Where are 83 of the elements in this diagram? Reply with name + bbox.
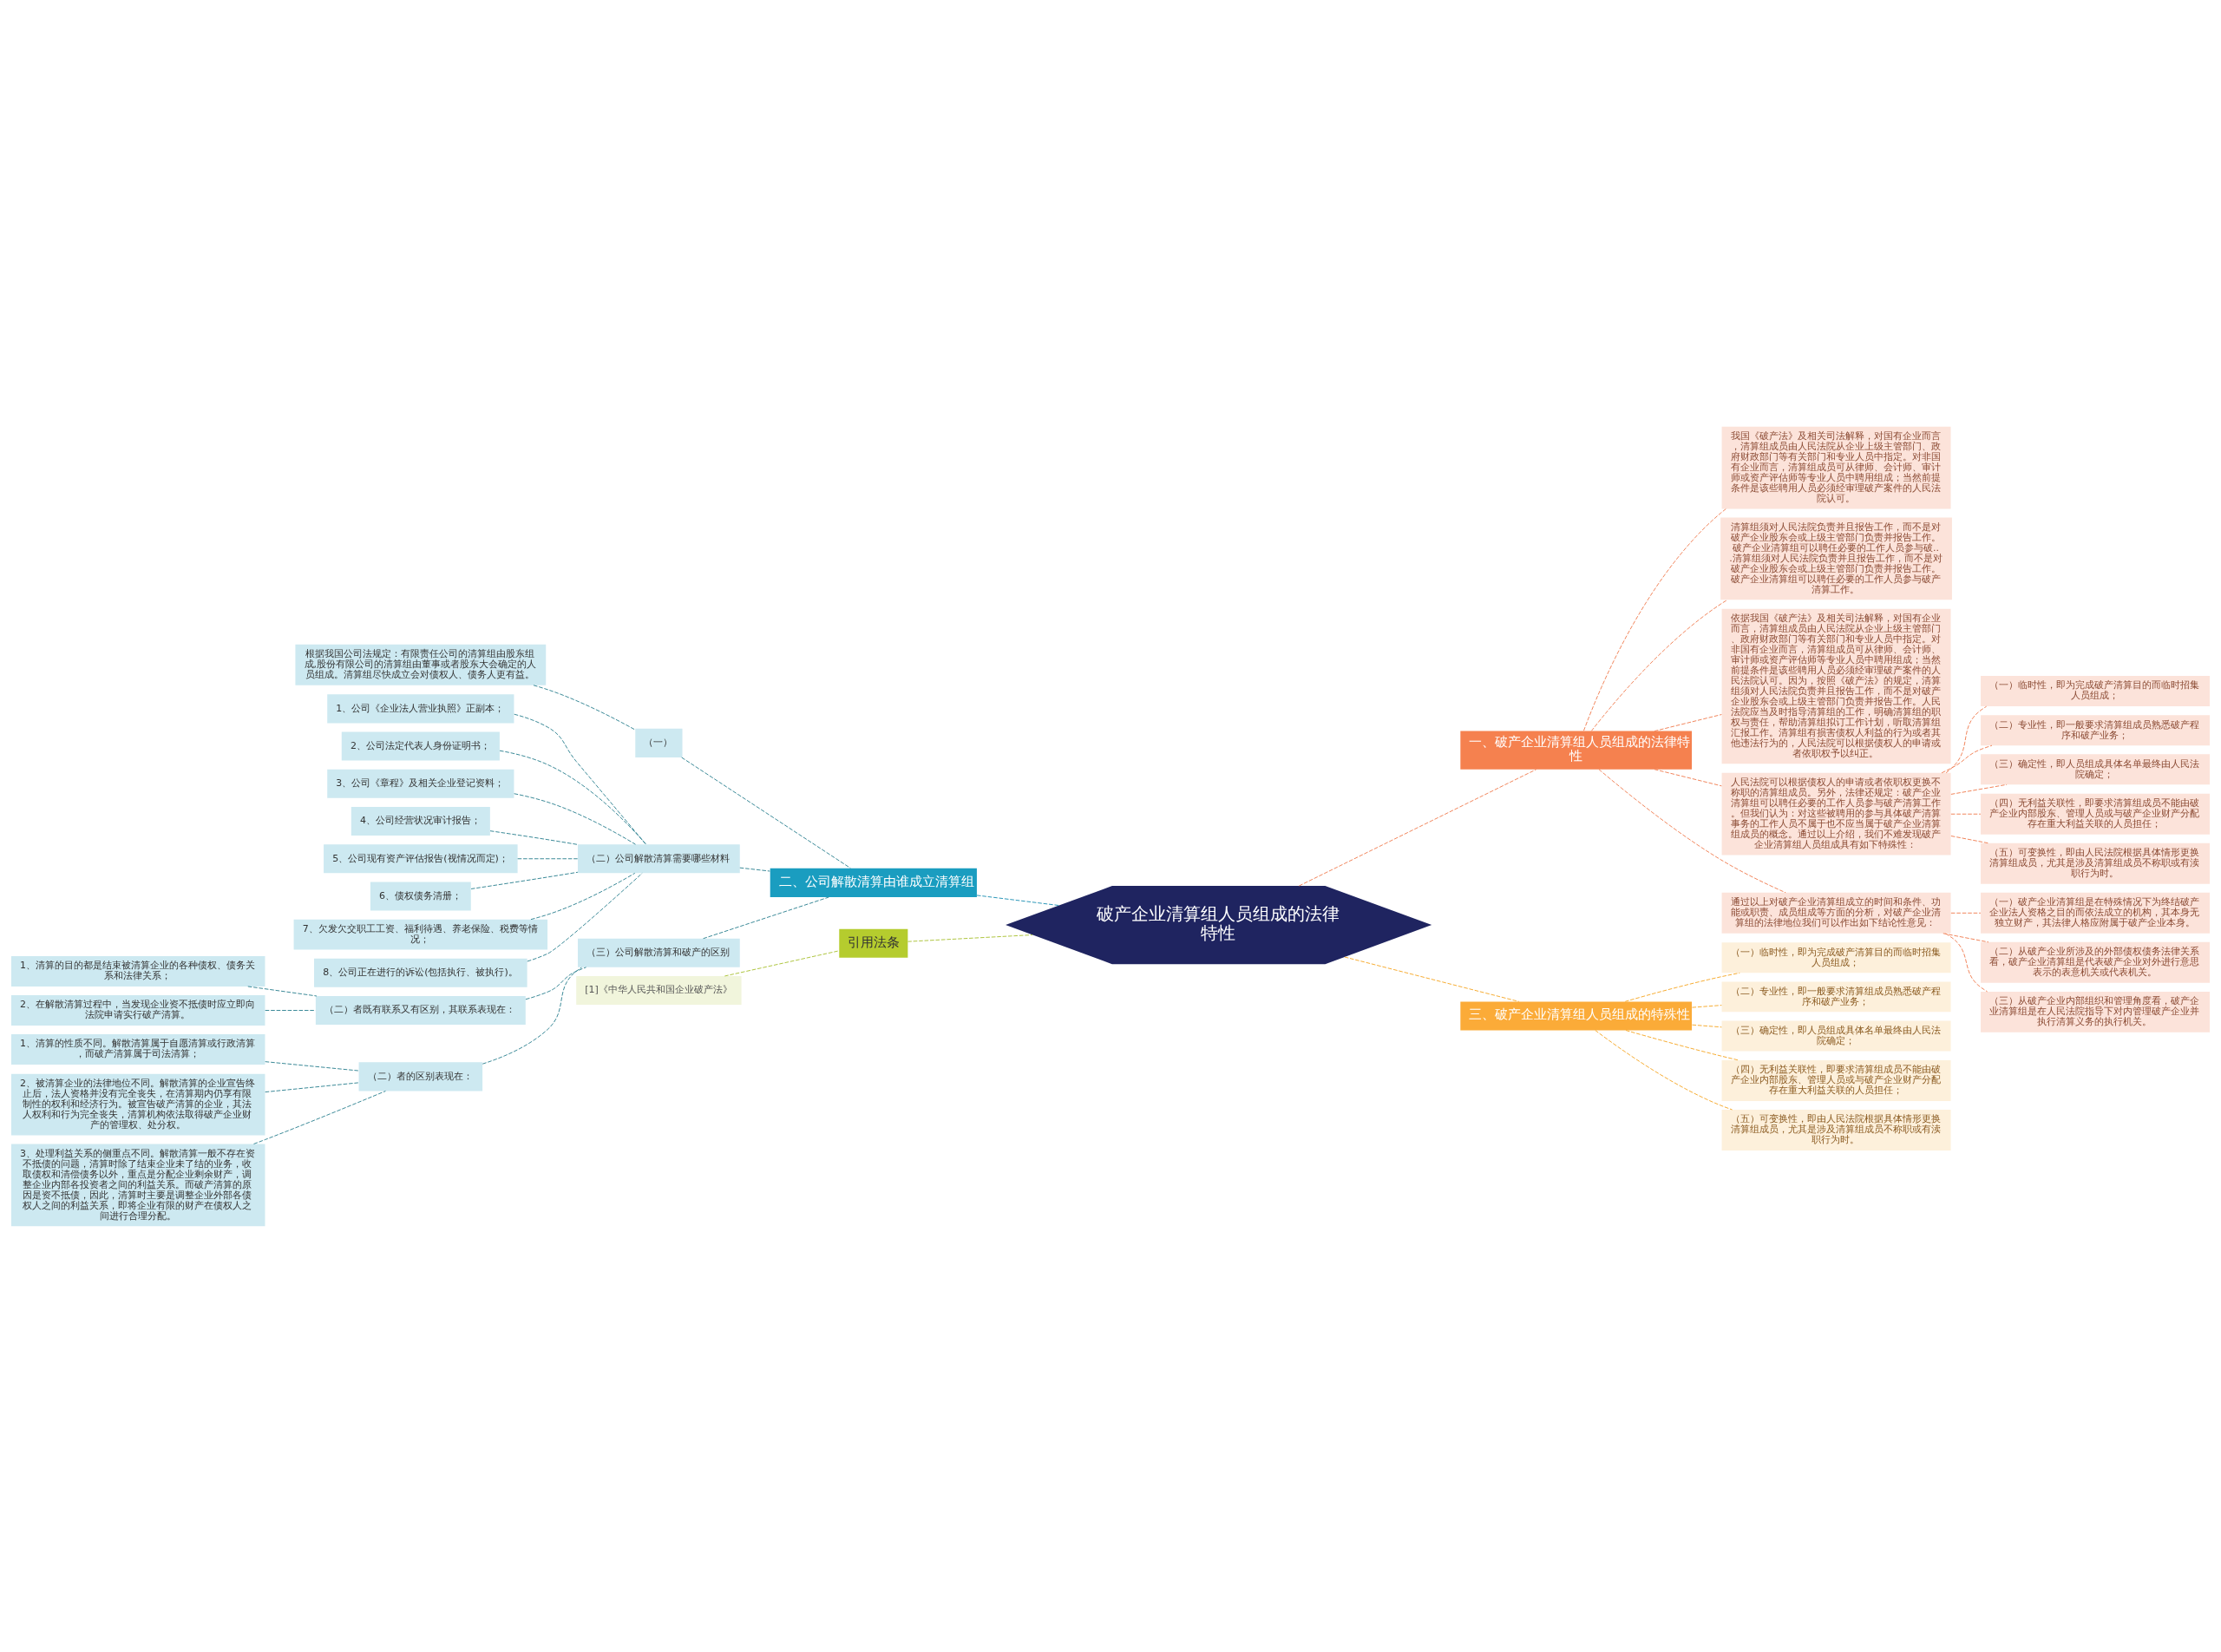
node-box: 2、被清算企业的法律地位不同。解散清算的企业宣告终止后，法人资格并没有完全丧失，在清算期内仍享有限制性的权利和经济行为。被宣告破产清算的企业，其法人权利和行为完全丧失，清算机构依法取得破产企业财产的管理权、处分权。 — [11, 1073, 265, 1135]
connector — [1598, 768, 1786, 893]
node-box: 3、处理利益关系的侧重点不同。解散清算一般不存在资不抵债的问题，清算时除了结束企业未了结的业务，收取债权和清偿债务以外，重点是分配企业剩余财产，调整企业内部各投资者之间的利益关系。而破产清算的原因是资不抵债，因此，清算时主要是调整企业外部各债权人之间的利益关系，即将企业有限的财产在债权人之间进行合理分配。 — [11, 1144, 265, 1226]
connector — [265, 1060, 359, 1071]
node-box: （三）确定性，即人员组成具体名单最终由人民法院确定； — [1981, 753, 2210, 784]
connector — [1692, 1024, 1722, 1027]
node-box: 2、在解散清算过程中，当发现企业资不抵债时应立即向法院申请实行破产清算。 — [11, 994, 265, 1026]
connector — [976, 894, 1059, 906]
connector — [1950, 783, 2008, 795]
node-box: 我国《破产法》及相关司法解释，对国有企业而言，清算组成员由人民法院从企业上级主管部门、政府财政部门等有关部门和专业人员中指定。对非国有企业而言，清算组成员可从律师、会计师、审计师或资产评估师等专业人员中聘用组成；当然前提条件是该些聘用人员必须经审理破产案件的人民法院认可。 — [1721, 426, 1951, 508]
connector — [265, 1009, 317, 1011]
node-box: 根据我国公司法规定：有限责任公司的清算组由股东组成,股份有限公司的清算组由董事或者股东大会确定的人员组成。清算组尽快成立会对债权人、债务人更有益。 — [295, 644, 547, 685]
connector — [1595, 1029, 1733, 1110]
connector — [514, 792, 636, 845]
connector — [1624, 972, 1740, 1002]
connector — [530, 872, 636, 920]
connector — [1950, 835, 1989, 843]
node-box: （三）从破产企业内部组织和管理角度看，破产企业清算组是在人民法院指导下对内管理破产企业并执行清算义务的执行机关。 — [1981, 991, 2210, 1032]
connector — [517, 857, 579, 859]
connector — [247, 985, 318, 996]
node-box: （二）者既有联系又有区别，其联系表现在： — [315, 995, 526, 1025]
node-box: 5、公司现有资产评估报告(视情况而定)； — [324, 843, 518, 873]
connector — [1941, 744, 1993, 773]
node-box: （二）从破产企业所涉及的外部债权债务法律关系看，破产企业清算组是代表破产企业对外进行意思表示的表意机关或代表机关。 — [1981, 941, 2210, 983]
node-box: 一、破产企业清算组人员组成的法律特性 — [1460, 731, 1693, 770]
node-box: 2、公司法定代表人身份证明书； — [341, 731, 500, 761]
node-box: （四）无利益关联性，即要求清算组成员不能由破产企业内部股东、管理人员或与破产企业财产分配存在重大利益关联的人员担任； — [1981, 793, 2210, 835]
connector — [1692, 1004, 1722, 1008]
node-box: 1、清算的目的都是结束被清算企业的各种债权、债务关系和法律关系； — [11, 955, 265, 987]
connector — [499, 750, 646, 844]
node-box: 清算组须对人民法院负责并且报告工作，而不是对破产企业股东会或上级主管部门负责并报告工作。破产企业清算组可以聘任必要的工作人员参与破...清算组须对人民法院负责并且报告工作，而不是对破产企业股东会或上级主管部门负责并报告工作。破产企业清算组可以聘任必要的工作人员参与破产清算工作。 — [1720, 517, 1952, 600]
connector — [1590, 599, 1728, 731]
connector — [482, 967, 582, 1065]
connector — [681, 757, 851, 869]
node-box: 依据我国《破产法》及相关司法解释，对国有企业而言，清算组成员由人民法院从企业上级主管部门、政府财政部门等有关部门和专业人员中指定。对非国有企业而言，清算组成员可从律师、会计师、审计师或资产评估师等专业人员中聘用组成；当然前提条件是该些聘用人员必须经审理破产案件的人民法院认可。因为，按照《破产法》的规定，清算组须对人民法院负责并且报告工作，而不是对破产企业股东会或上级主管部门负责并报告工作。人民法院应当及时指导清算组的工作，明确清算组的职权与责任，帮助清算组拟订工作计划，听取清算组汇报工作。清算组有损害债权人利益的行为或者其他违法行为的，人民法院可以根据债权人的申请或者依职权予以纠正。 — [1721, 608, 1951, 764]
node-box: （五）可变换性，即由人民法院根据具体情形更换清算组成员，尤其是涉及清算组成员不称职或有渎职行为时。 — [1981, 842, 2210, 884]
node-box: （三）确定性，即人员组成具体名单最终由人民法院确定； — [1721, 1019, 1951, 1051]
node-box: （五）可变换性，即由人民法院根据具体情形更换清算组成员，尤其是涉及清算组成员不称职或有渎职行为时。 — [1721, 1109, 1951, 1150]
node-box: 1、公司《企业法人营业执照》正副本； — [327, 693, 514, 723]
node-box: 6、债权债务清册； — [370, 881, 471, 911]
node-box: （二）专业性，即一般要求清算组成员熟悉破产程序和破产业务； — [1981, 714, 2210, 745]
connector — [703, 896, 829, 939]
node-box: （二）专业性，即一般要求清算组成员熟悉破产程序和破产业务； — [1721, 980, 1951, 1012]
connector — [1950, 912, 1982, 914]
node-box: 通过以上对破产企业清算组成立的时间和条件、功能或职责、成员组成等方面的分析，对破产企业清算组的法律地位我们可以作出如下结论性意见： — [1721, 892, 1951, 934]
connector — [1945, 705, 1988, 773]
node-box: 引用法条 — [839, 928, 908, 958]
node-box: 7、欠发欠交职工工资、福利待遇、养老保险、税费等情况； — [293, 919, 548, 950]
connector — [533, 684, 636, 731]
connector — [1950, 813, 1982, 815]
connector — [470, 871, 579, 889]
node-box: （二）公司解散清算需要哪些材料 — [578, 843, 740, 873]
connector — [907, 934, 1033, 942]
node-box: （三）公司解散清算和破产的区别 — [578, 938, 740, 967]
node-box: （四）无利益关联性，即要求清算组成员不能由破产企业内部股东、管理人员或与破产企业财产分配存在重大利益关联的人员担任； — [1721, 1059, 1951, 1101]
connector — [489, 829, 579, 845]
node-box: 人民法院可以根据债权人的申请或者依职权更换不称职的清算组成员。另外，法律还规定：破产企业清算组可以聘任必要的工作人员参与破产清算工作。但我们认为：对这些被聘用的参与具体破产清算事务的工作人员不属于也不应当属于破产企业清算组成员的概念。通过以上介绍，我们不难发现破产企业清算组人员组成具有如下特殊性： — [1721, 772, 1951, 856]
connector — [265, 1081, 359, 1092]
node-box: 8、公司正在进行的诉讼(包括执行、被执行)。 — [314, 958, 527, 987]
node-box: （一） — [635, 728, 683, 757]
node-box: 三、破产企业清算组人员组成的特殊性 — [1460, 1000, 1693, 1030]
node-box: （一）临时性，即为完成破产清算目的而临时招集人员组成； — [1721, 941, 1951, 973]
connector — [1654, 768, 1722, 786]
node-box: 4、公司经营状况审计报告； — [351, 806, 490, 836]
connector — [1945, 932, 1988, 992]
connector — [1583, 508, 1726, 731]
connector — [1654, 713, 1722, 731]
connector — [527, 872, 643, 961]
node-box: 3、公司《章程》及相关企业登记资料； — [327, 769, 514, 798]
node-box: （二）者的区别表现在： — [358, 1061, 483, 1091]
connector — [1344, 956, 1520, 1002]
node-box: [1]《中华人民共和国企业破产法》 — [576, 975, 742, 1005]
node-box: （一）临时性，即为完成破产清算目的而临时招集人员组成； — [1981, 675, 2210, 706]
connector — [1298, 768, 1537, 886]
node-box: 1、清算的性质不同。解散清算属于自愿清算或行政清算，而破产清算属于司法清算； — [11, 1033, 265, 1065]
connector — [253, 1090, 386, 1144]
connector — [525, 966, 587, 1000]
connector — [739, 867, 770, 871]
node-box: （一）破产企业清算组是在特殊情况下为终结破产企业法人资格之目的而依法成立的机构，其本身无独立财产，其法律人格应附属于破产企业本身。 — [1981, 892, 2210, 934]
node-box: 二、公司解散清算由谁成立清算组 — [770, 868, 977, 897]
connector — [1943, 932, 1989, 942]
connector — [724, 949, 840, 976]
connector — [1625, 1029, 1739, 1060]
